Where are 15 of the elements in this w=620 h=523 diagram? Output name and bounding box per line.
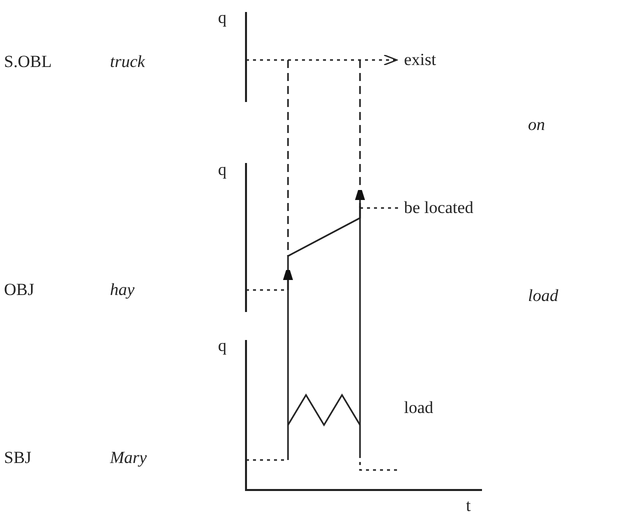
role-label: S.OBL: [4, 52, 52, 72]
predicate-label: load: [404, 398, 434, 418]
role-label: OBJ: [4, 280, 34, 300]
participant-label: Mary: [110, 448, 147, 468]
verb-label: load: [528, 286, 558, 306]
predicate-label: exist: [404, 50, 436, 70]
participant-label: truck: [110, 52, 145, 72]
predicate-label: be located: [404, 198, 474, 218]
axis-label: q: [218, 336, 226, 356]
axis-label: q: [218, 8, 226, 28]
axis-label: t: [466, 496, 471, 516]
role-label: SBJ: [4, 448, 32, 468]
construal-label: on: [528, 115, 545, 135]
axis-label: q: [218, 160, 226, 180]
participant-label: hay: [110, 280, 135, 300]
